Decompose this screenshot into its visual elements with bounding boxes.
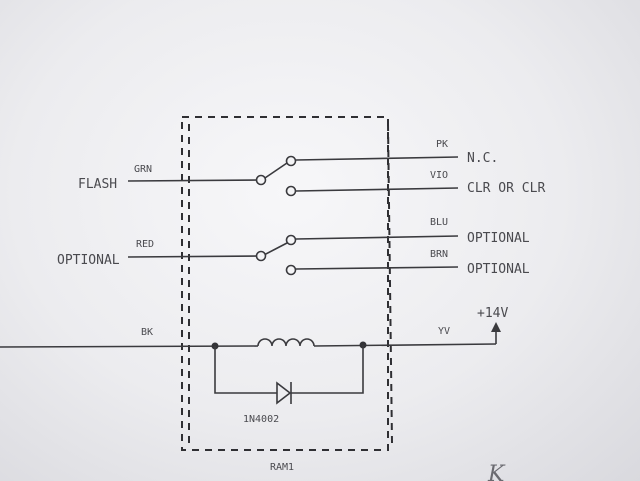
grn-wire-label: GRN	[134, 164, 152, 175]
diode-part-label: 1N4002	[243, 414, 279, 425]
brn-output-wire	[295, 266, 459, 270]
bk-wire-label: BK	[141, 327, 153, 338]
switch-1-nc-contact	[285, 155, 297, 167]
nc-label: N.C.	[467, 151, 498, 166]
switch-1-no-contact	[285, 185, 297, 197]
brn-wire-label: BRN	[430, 249, 448, 260]
flash-label: FLASH	[78, 177, 117, 192]
inner-dash-right	[387, 123, 393, 444]
footer-scribble: K	[487, 462, 506, 481]
optional-input-label: OPTIONAL	[57, 253, 120, 268]
switch-2-no-contact	[285, 264, 297, 276]
pk-output-wire	[295, 156, 459, 161]
supply-arrow-icon	[491, 322, 501, 332]
switch-2-common-contact	[255, 250, 267, 262]
optional-out-1-label: OPTIONAL	[467, 231, 530, 246]
component-name-label: RAM1	[270, 462, 294, 473]
red-wire-label: RED	[136, 239, 154, 250]
diode-wire-right	[291, 345, 364, 394]
blu-output-wire	[295, 235, 459, 240]
vio-wire-label: VIO	[430, 170, 448, 181]
relay-coil	[257, 338, 315, 347]
switch-1-common-contact	[255, 174, 267, 186]
clr-label: CLR OR CLR	[467, 181, 545, 196]
vio-output-wire	[295, 187, 459, 192]
pk-wire-label: PK	[436, 139, 448, 150]
relay-box-outline	[181, 116, 389, 451]
yv-wire	[313, 343, 497, 347]
bk-wire	[0, 345, 259, 348]
optional-out-2-label: OPTIONAL	[467, 262, 530, 277]
diode-wire-left	[214, 346, 277, 394]
flash-input-wire	[127, 179, 259, 182]
switch-2-nc-contact	[285, 234, 297, 246]
optional-input-wire	[127, 255, 259, 258]
supply-label: +14V	[477, 306, 508, 321]
blu-wire-label: BLU	[430, 217, 448, 228]
switch-2-arm	[261, 242, 288, 257]
switch-1-arm	[261, 162, 288, 181]
diode-icon	[276, 381, 292, 405]
yv-wire-label: YV	[438, 326, 450, 337]
